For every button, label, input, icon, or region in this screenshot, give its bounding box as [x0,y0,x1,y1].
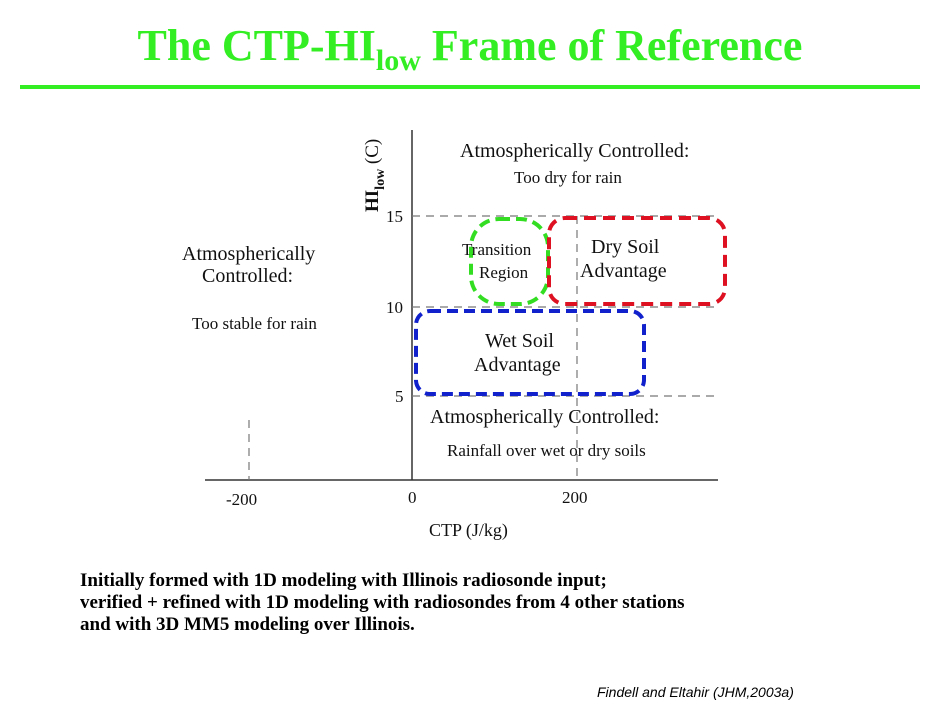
title-rest: Frame of Reference [420,21,803,70]
wet-soil-region-box [414,309,646,396]
left-region-line3: Too stable for rain [192,314,317,333]
bottom-region-line2: Rainfall over wet or dry soils [447,441,646,460]
y-tick-5: 5 [395,387,404,406]
x-axis-label: CTP (J/kg) [429,520,508,541]
wet-soil-label-line1: Wet Soil [485,330,554,352]
ctp-hilow-diagram: HIlow (C) 15 10 5 -200 0 200 CTP (J/kg) … [182,130,727,541]
title-main: The CTP-HI [137,21,376,70]
summary-line-3: and with 3D MM5 modeling over Illinois. [80,614,415,635]
y-axis-label-main: HI [362,190,383,212]
y-tick-15: 15 [386,207,403,226]
transition-region-box [469,217,550,306]
y-axis-label: HIlow (C) [362,139,388,212]
x-tick-0: 0 [408,488,417,507]
wet-soil-label-line2: Advantage [474,354,561,376]
top-region-line1: Atmospherically Controlled: [460,140,689,162]
dry-soil-label-line2: Advantage [580,260,667,282]
summary-line-1: Initially formed with 1D modeling with I… [80,570,607,591]
x-tick-neg200: -200 [226,490,257,509]
title-divider [20,85,920,89]
x-tick-200: 200 [562,488,588,507]
y-axis-label-unit: (C) [362,139,383,169]
citation: Findell and Eltahir (JHM,2003a) [597,684,794,700]
y-tick-10: 10 [386,298,403,317]
dry-soil-region-box [547,216,727,306]
dry-soil-label-line1: Dry Soil [591,236,660,258]
summary-text: Initially formed with 1D modeling with I… [80,570,920,636]
title-subscript: low [375,44,421,77]
top-region-line2: Too dry for rain [514,168,622,187]
bottom-region-line1: Atmospherically Controlled: [430,406,659,428]
transition-label-line2: Region [479,263,529,282]
left-region-line2: Controlled: [202,265,293,287]
transition-label-line1: Transition [462,240,532,259]
page-title: The CTP-HIlow Frame of Reference [0,20,940,78]
left-region-line1: Atmospherically [182,243,315,265]
y-axis-label-sub: low [373,168,388,190]
summary-line-2: verified + refined with 1D modeling with… [80,592,685,613]
